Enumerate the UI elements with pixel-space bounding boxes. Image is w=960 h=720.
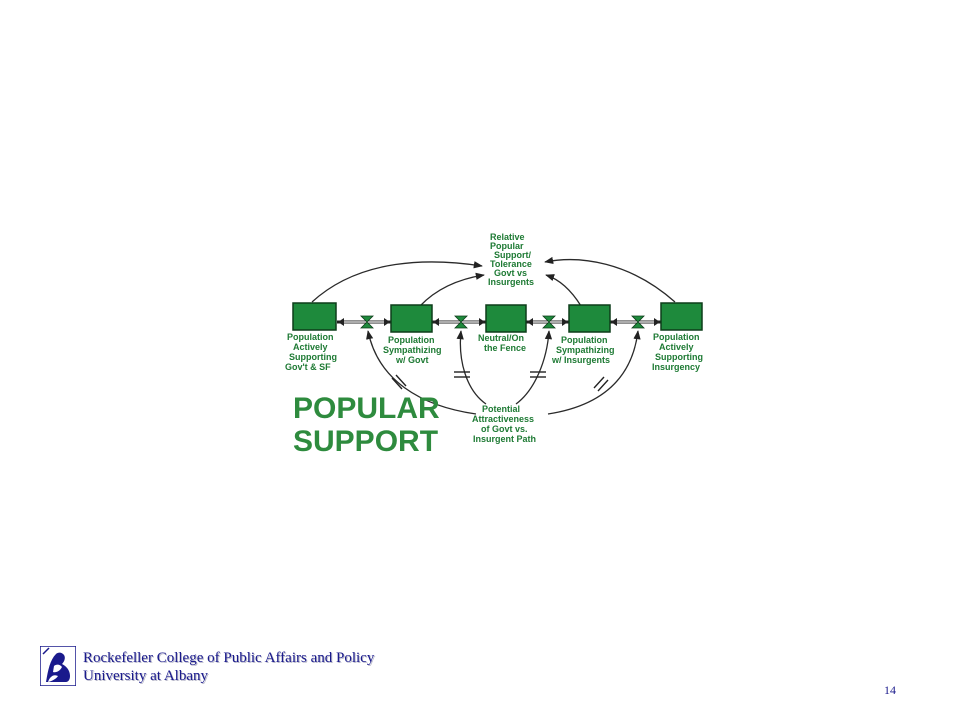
flow-valve-4-icon <box>631 315 645 329</box>
stock-label-line: Population <box>287 332 334 342</box>
link-attractiveness-to-valve-1 <box>366 330 477 415</box>
relative-support-label-line-5: Govt vs <box>494 268 527 278</box>
stock-label-line: Sympathizing <box>383 345 442 355</box>
stock-sympathize-govt <box>390 304 433 333</box>
relative-support-label-line-6: Insurgents <box>488 277 534 287</box>
stock-label-line: Actively <box>659 342 694 352</box>
attractiveness-label-line-3: of Govt vs. <box>481 424 528 434</box>
stock-active-govt-label: Population Actively Supporting Gov't & S… <box>285 332 337 372</box>
stock-label-line: w/ Govt <box>395 355 429 365</box>
stock-label-line: Population <box>388 335 435 345</box>
stock-label-line: w/ Insurgents <box>551 355 610 365</box>
stock-sympathize-insurgent-label: Population Sympathizing w/ Insurgents <box>551 335 615 365</box>
potential-attractiveness-variable: Potential Attractiveness of Govt vs. Ins… <box>472 404 536 444</box>
relative-support-variable: Relative Popular Support/ Tolerance Govt… <box>488 232 534 287</box>
page-number: 14 <box>884 683 896 697</box>
delay-mark <box>395 374 407 387</box>
flow-valve-2-icon <box>454 315 468 329</box>
attractiveness-label-line-2: Attractiveness <box>472 414 534 424</box>
stock-label-line: the Fence <box>484 343 526 353</box>
stock-label-line: Population <box>653 332 700 342</box>
delay-marks <box>391 371 609 392</box>
university-name: University at Albany <box>83 668 208 684</box>
stock-label-line: Insurgency <box>652 362 700 372</box>
relative-support-label-line-2: Popular <box>490 241 524 251</box>
institution-name: Rockefeller College of Public Affairs an… <box>83 650 375 666</box>
link-active-govt-to-relative <box>311 261 483 303</box>
stock-sympathize-insurgent <box>568 304 611 333</box>
flow-valve-3-icon <box>542 315 556 329</box>
university-seal-logo <box>40 646 76 686</box>
attractiveness-label-line-4: Insurgent Path <box>473 434 536 444</box>
stock-active-insurgent <box>660 302 703 331</box>
footer-text: Rockefeller College of Public Affairs an… <box>83 649 374 685</box>
stock-neutral-label: Neutral/On the Fence <box>478 333 526 353</box>
stock-label-line: Sympathizing <box>556 345 615 355</box>
relative-support-label-line-3: Support/ <box>494 250 531 260</box>
stock-sympathize-govt-label: Population Sympathizing w/ Govt <box>383 335 442 365</box>
link-attractiveness-to-valve-4 <box>547 330 641 415</box>
link-attractiveness-to-valve-2 <box>456 330 487 405</box>
link-sympathize-govt-to-relative <box>419 272 485 307</box>
link-attractiveness-to-valve-3 <box>515 330 553 405</box>
stock-label-line: Actively <box>293 342 328 352</box>
stock-active-insurgent-label: Population Actively Supporting Insurgenc… <box>652 332 703 372</box>
relative-support-label-line-4: Tolerance <box>490 259 532 269</box>
stock-label-line: Supporting <box>655 352 703 362</box>
relative-support-label-line-1: Relative <box>490 232 525 242</box>
popular-support-title-line-1: POPULAR <box>293 392 440 425</box>
stock-label-line: Neutral/On <box>478 333 524 343</box>
stock-label-line: Supporting <box>289 352 337 362</box>
delay-mark <box>391 377 403 390</box>
stock-neutral <box>485 304 527 333</box>
flow-pipes <box>337 318 661 326</box>
popular-support-title: POPULAR SUPPORT <box>293 392 440 458</box>
stock-label-line: Population <box>561 335 608 345</box>
attractiveness-label-line-1: Potential <box>482 404 520 414</box>
delay-mark <box>593 376 605 389</box>
popular-support-title-line-2: SUPPORT <box>293 425 438 458</box>
flow-valve-1-icon <box>360 315 374 329</box>
stock-label-line: Gov't & SF <box>285 362 331 372</box>
link-sympathize-insurgent-to-relative <box>545 274 582 307</box>
stock-active-govt <box>292 302 337 331</box>
delay-mark <box>597 379 609 392</box>
link-active-insurgent-to-relative <box>544 256 676 303</box>
